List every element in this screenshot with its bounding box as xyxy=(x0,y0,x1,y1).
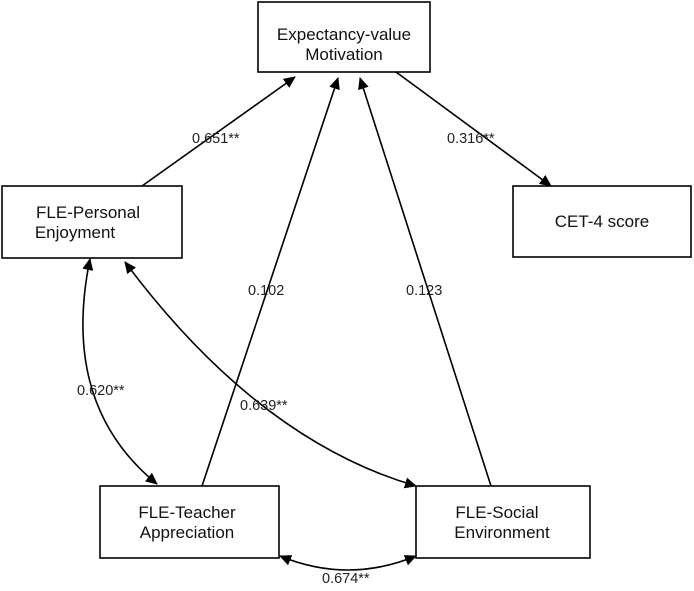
node-teacher-appreciation-line-2: Appreciation xyxy=(140,523,235,542)
node-motivation: Expectancy-value Motivation xyxy=(257,1,431,73)
path-motivation-to-cet4 xyxy=(395,71,552,187)
path-social-to-motivation xyxy=(358,77,492,487)
node-motivation-line-1: Expectancy-value xyxy=(277,25,411,44)
node-social-environment-line-1: FLE-Social xyxy=(455,503,538,522)
coef-personal-teacher: 0.620** xyxy=(77,383,125,399)
node-teacher-appreciation: FLE-Teacher Appreciation xyxy=(99,485,280,559)
covariance-teacher-social xyxy=(279,555,417,571)
coef-teacher-social: 0.674** xyxy=(322,571,370,587)
node-cet4-score: CET-4 score xyxy=(512,185,692,258)
covariance-personal-teacher xyxy=(82,258,158,485)
path-personal-to-motivation xyxy=(141,76,296,187)
node-motivation-line-2: Motivation xyxy=(305,45,382,64)
node-social-environment-line-2: Environment xyxy=(454,523,550,542)
coef-social-to-motivation: 0.123 xyxy=(406,283,442,299)
coef-personal-social: 0.639** xyxy=(240,398,288,414)
coef-teacher-to-motivation: 0.102 xyxy=(248,283,284,299)
node-personal-enjoyment-line-1: FLE-Personal xyxy=(36,203,140,222)
node-personal-enjoyment-line-2: Enjoyment xyxy=(35,223,116,242)
covariance-personal-social xyxy=(124,261,417,489)
node-personal-enjoyment: FLE-Personal Enjoyment xyxy=(1,185,183,259)
node-teacher-appreciation-line-1: FLE-Teacher xyxy=(138,503,236,522)
coef-motivation-to-cet4: 0.316** xyxy=(447,131,495,147)
coef-personal-to-motivation: 0.651** xyxy=(192,131,240,147)
node-social-environment: FLE-Social Environment xyxy=(415,485,591,559)
node-cet4-score-line-1: CET-4 score xyxy=(555,212,649,231)
